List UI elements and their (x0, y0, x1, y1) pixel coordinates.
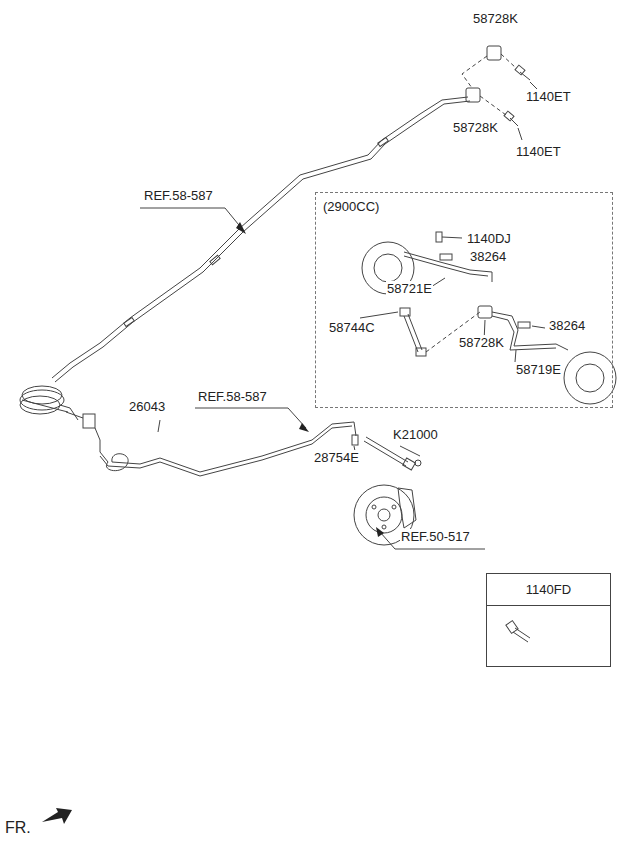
drawing-stroke (480, 96, 506, 115)
drawing-stroke (299, 423, 309, 432)
callout-number: 58719E (515, 362, 562, 377)
drawing-stroke (376, 527, 384, 537)
drawing-stroke (395, 549, 485, 550)
drawing-stroke (52, 97, 468, 378)
drawing-stroke (408, 314, 422, 350)
drawing-stroke (462, 56, 487, 88)
part-number-header: 1140FD (487, 574, 610, 606)
drawing-stroke (140, 208, 243, 230)
drawing-stroke (210, 255, 220, 264)
drawing-stroke (380, 532, 395, 549)
callout-number: REF.58-587 (143, 188, 214, 203)
callout-number: 58728K (452, 120, 499, 135)
callout-number: 1140ET (515, 144, 562, 159)
callout-number: 58744C (328, 320, 376, 335)
callout-number: 58721E (386, 281, 433, 296)
drawing-stroke (352, 435, 358, 445)
drawing-stroke (515, 350, 516, 362)
drawing-stroke (364, 441, 406, 466)
drawing-stroke (487, 46, 501, 60)
region-heading: (2900CC) (316, 193, 612, 220)
drawing-stroke (55, 101, 470, 382)
drawing-stroke (360, 312, 398, 318)
drawing-stroke (236, 222, 246, 234)
direction-label: FR. (4, 819, 32, 837)
callout-number: 38264 (469, 249, 507, 264)
callout-number: 1140DJ (466, 231, 512, 246)
drawing-stroke (400, 308, 410, 316)
drawing-stroke (158, 420, 160, 432)
drawing-stroke (564, 352, 616, 404)
drawing-stroke (415, 460, 421, 466)
part-box: 1140FD (486, 573, 611, 667)
drawing-stroke (518, 322, 530, 328)
callout-number: 28754E (313, 450, 360, 465)
drawing-stroke (398, 488, 416, 528)
drawing-stroke (124, 317, 134, 326)
drawing-stroke (515, 65, 525, 75)
drawing-stroke (66, 412, 83, 418)
drawing-stroke (532, 326, 545, 328)
callout-number: 58728K (458, 335, 505, 350)
drawing-stroke (515, 628, 530, 638)
drawing-stroke (392, 505, 396, 509)
drawing-stroke (478, 306, 492, 318)
drawing-stroke (83, 414, 95, 428)
drawing-stroke (195, 408, 306, 428)
drawing-stroke (513, 632, 528, 642)
drawing-stroke (366, 497, 402, 533)
drawing-stroke (436, 232, 442, 242)
drawing-stroke (378, 509, 390, 521)
callout-number: REF.50-517 (400, 529, 471, 544)
drawing-stroke (42, 222, 384, 824)
drawing-stroke (400, 446, 420, 456)
drawing-stroke (22, 400, 68, 412)
drawing-stroke (518, 128, 522, 140)
callout-number: REF.58-587 (197, 389, 268, 404)
callout-number: 38264 (548, 318, 586, 333)
drawing-stroke (501, 54, 516, 68)
drawing-stroke (20, 46, 616, 642)
drawing-stroke (520, 72, 530, 80)
drawing-stroke (506, 621, 518, 634)
drawing-stroke (372, 505, 376, 509)
drawing-stroke (504, 111, 514, 121)
drawing-stroke (442, 237, 462, 238)
drawing-stroke (403, 458, 416, 470)
drawing-stroke (466, 88, 480, 102)
drawing-stroke (95, 428, 100, 452)
drawing-stroke (60, 405, 78, 420)
callout-number: K21000 (392, 427, 439, 442)
drawing-stroke (440, 254, 452, 260)
callout-number: 58728K (472, 11, 519, 26)
drawing-stroke (416, 348, 426, 356)
callout-number: 1140ET (525, 89, 572, 104)
drawing-stroke (378, 137, 388, 146)
drawing-stroke (576, 364, 604, 392)
drawing-stroke (42, 808, 72, 824)
drawing-stroke (382, 525, 386, 529)
callout-number: 26043 (128, 399, 166, 414)
drawing-stroke (374, 254, 402, 282)
variant-region: (2900CC) (315, 192, 613, 408)
